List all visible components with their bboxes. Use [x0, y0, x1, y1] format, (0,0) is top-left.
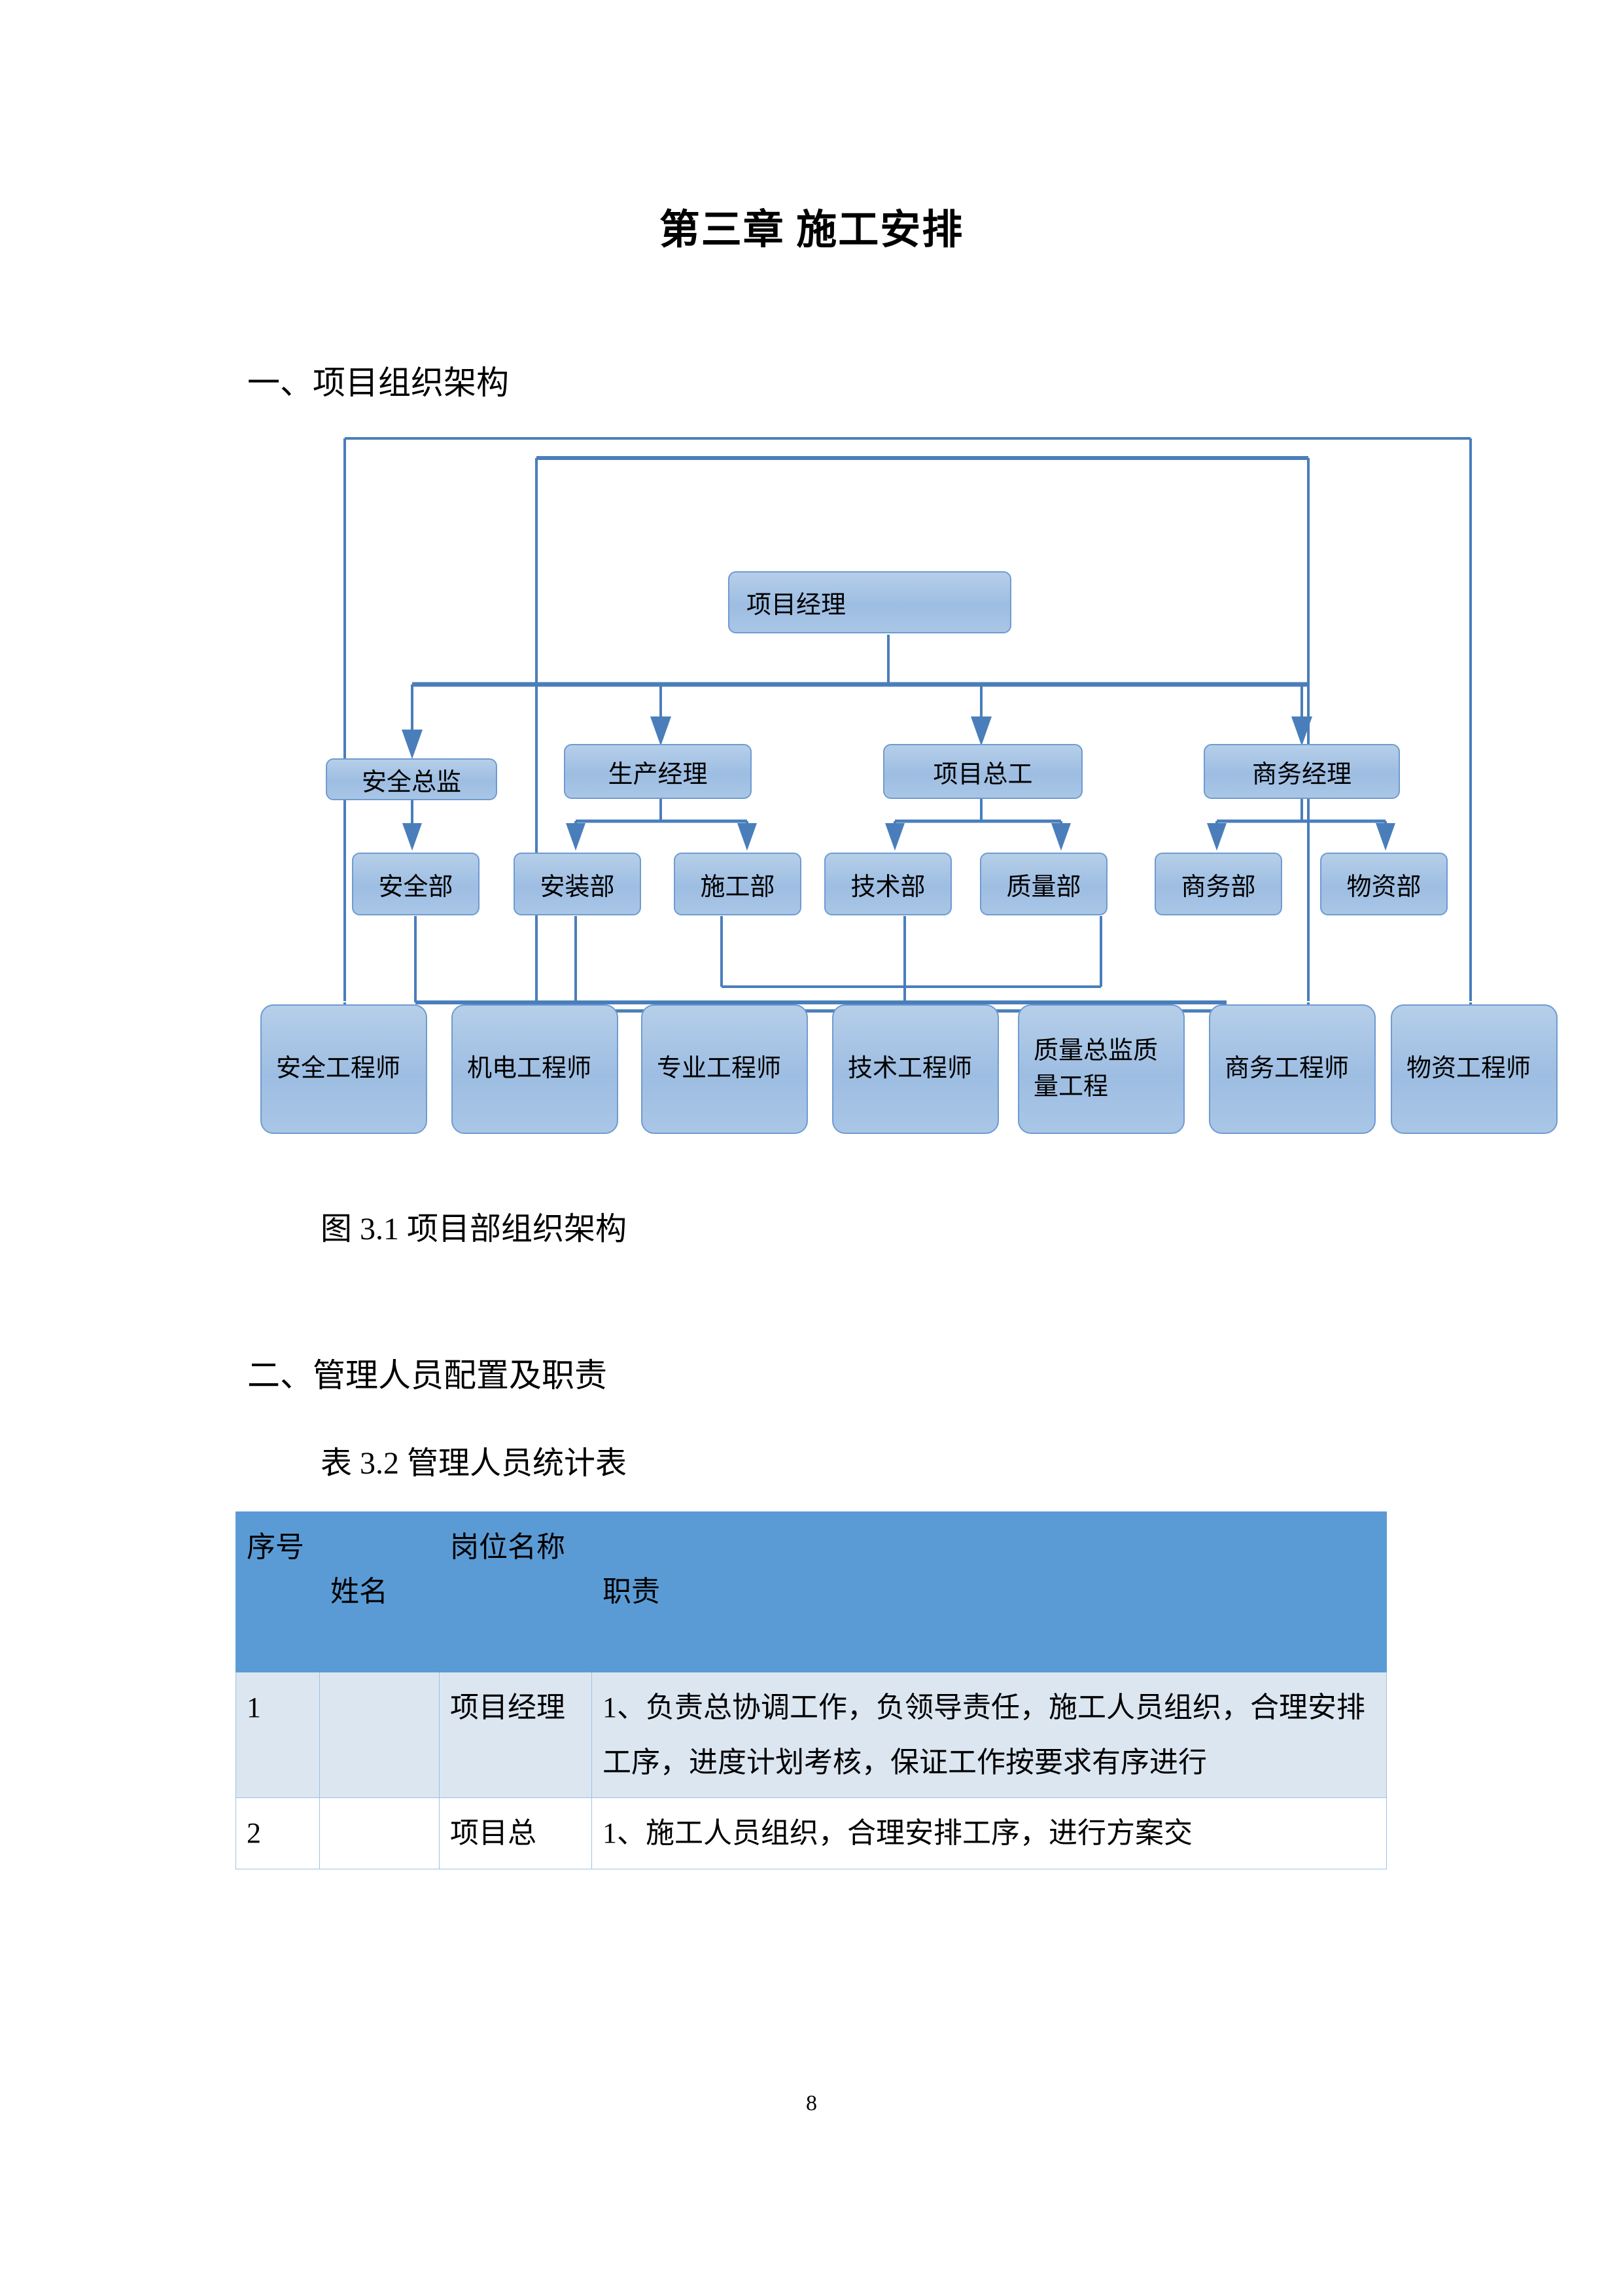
- org-node-commercial-engineer[interactable]: 商务工程师: [1209, 1004, 1376, 1134]
- org-node-quality-dept[interactable]: 质量部: [980, 853, 1108, 915]
- org-node-label: 技术工程师: [848, 1055, 973, 1083]
- column-header-position: 岗位名称: [439, 1511, 592, 1672]
- org-node-materials-engineer[interactable]: 物资工程师: [1391, 1004, 1558, 1134]
- org-node-technical-engineer[interactable]: 技术工程师: [832, 1004, 999, 1134]
- org-node-label: 专业工程师: [657, 1055, 782, 1083]
- org-node-professional-engineer[interactable]: 专业工程师: [641, 1004, 808, 1134]
- org-node-label: 安全总监: [361, 768, 461, 796]
- org-node-safety-engineer[interactable]: 安全工程师: [260, 1004, 427, 1134]
- org-node-commercial-manager[interactable]: 商务经理: [1204, 744, 1400, 799]
- cell-position: 项目经理: [439, 1671, 592, 1799]
- org-node-commercial-dept[interactable]: 商务部: [1155, 853, 1282, 915]
- cell-duty: 1、负责总协调工作，负领导责任，施工人员组织，合理安排工序，进度计划考核，保证工…: [591, 1671, 1387, 1799]
- cell-position: 项目总: [439, 1797, 592, 1869]
- cell-index: 1: [236, 1671, 320, 1799]
- staff-table: 序号 姓名 岗位名称 职责 1 项目经理 1、负责总协调工作，负领导责任，施工人…: [236, 1511, 1387, 1869]
- org-node-label: 质量总监质量工程: [1034, 1036, 1159, 1101]
- column-header-name: 姓名: [319, 1511, 440, 1672]
- org-node-technical-dept[interactable]: 技术部: [824, 853, 952, 915]
- org-node-label: 安装部: [540, 873, 615, 901]
- org-node-label: 质量部: [1006, 873, 1081, 901]
- table-header: 序号 姓名 岗位名称 职责: [236, 1511, 1387, 1672]
- org-node-label: 安全部: [378, 873, 453, 901]
- org-node-installation-dept[interactable]: 安装部: [514, 853, 641, 915]
- cell-name: [319, 1671, 440, 1799]
- org-node-label: 物资工程师: [1406, 1055, 1531, 1083]
- org-node-label: 商务部: [1181, 873, 1256, 901]
- table-row: 1 项目经理 1、负责总协调工作，负领导责任，施工人员组织，合理安排工序，进度计…: [236, 1671, 1387, 1799]
- section-heading-1: 一、项目组织架构: [247, 364, 509, 401]
- cell-name: [319, 1797, 440, 1869]
- table-header-row: 序号 姓名 岗位名称 职责: [236, 1511, 1387, 1672]
- org-node-label: 商务工程师: [1225, 1055, 1350, 1083]
- org-node-safety-director[interactable]: 安全总监: [326, 758, 497, 800]
- org-node-label: 物资部: [1346, 873, 1422, 901]
- column-header-duty: 职责: [591, 1511, 1387, 1672]
- org-node-quality-director[interactable]: 质量总监质量工程: [1018, 1004, 1185, 1134]
- column-header-index: 序号: [236, 1511, 320, 1672]
- org-chart-connectors: [334, 437, 1482, 1124]
- org-node-label: 项目经理: [746, 592, 846, 619]
- table-row: 2 项目总 1、施工人员组织，合理安排工序，进行方案交: [236, 1797, 1387, 1869]
- org-chart: 项目经理 安全总监 生产经理 项目总工 商务经理 安全部 安装部 施工部 技术部…: [260, 437, 1558, 1134]
- org-node-production-manager[interactable]: 生产经理: [564, 744, 752, 799]
- org-node-label: 技术部: [850, 873, 926, 901]
- figure-caption: 图 3.1 项目部组织架构: [321, 1212, 627, 1246]
- cell-index: 2: [236, 1797, 320, 1869]
- org-node-label: 施工部: [700, 873, 775, 901]
- org-node-label: 机电工程师: [467, 1055, 592, 1083]
- section-heading-2: 二、管理人员配置及职责: [247, 1357, 607, 1394]
- org-node-project-manager[interactable]: 项目经理: [728, 571, 1011, 633]
- page-title: 第三章 施工安排: [659, 208, 964, 253]
- page-number: 8: [806, 2091, 817, 2115]
- table-caption: 表 3.2 管理人员统计表: [321, 1446, 627, 1481]
- org-node-chief-engineer[interactable]: 项目总工: [883, 744, 1083, 799]
- org-node-label: 项目总工: [933, 760, 1033, 788]
- org-node-label: 安全工程师: [276, 1055, 401, 1083]
- org-node-mechanical-electrical-engineer[interactable]: 机电工程师: [451, 1004, 618, 1134]
- cell-duty: 1、施工人员组织，合理安排工序，进行方案交: [591, 1797, 1387, 1869]
- org-node-label: 商务经理: [1251, 760, 1352, 788]
- org-node-construction-dept[interactable]: 施工部: [674, 853, 801, 915]
- org-node-materials-dept[interactable]: 物资部: [1320, 853, 1448, 915]
- org-node-label: 生产经理: [608, 760, 708, 788]
- org-node-safety-dept[interactable]: 安全部: [352, 853, 480, 915]
